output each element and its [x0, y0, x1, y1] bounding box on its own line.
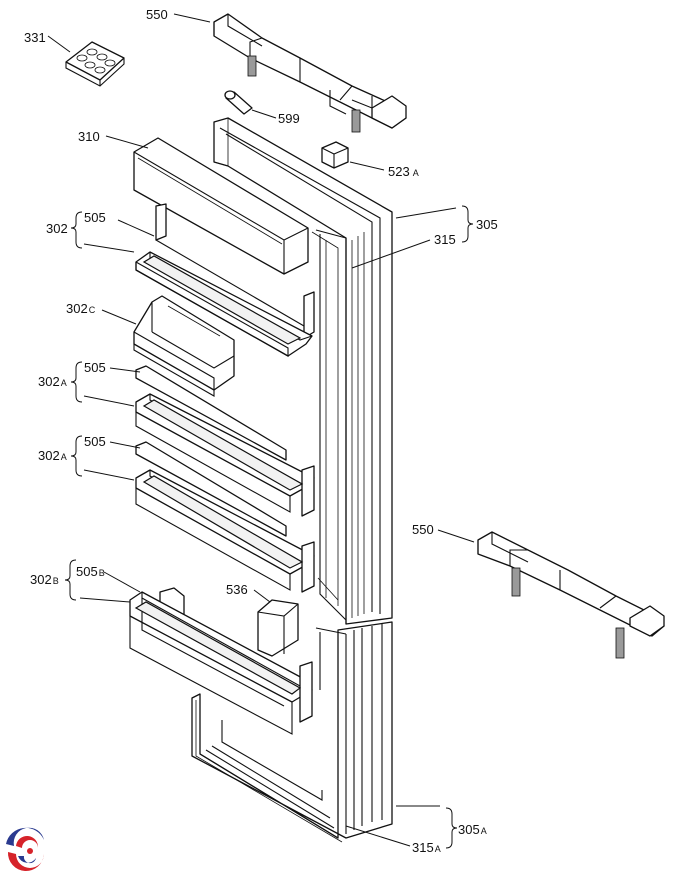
- hinge-cover-bottom: [477, 531, 665, 659]
- label-302c: 302C: [66, 301, 96, 316]
- label-302a-2: 302A: [38, 448, 67, 463]
- dairy-compartment-lid: [133, 137, 309, 275]
- label-505-2: 505: [84, 360, 106, 375]
- label-305: 305: [476, 217, 498, 232]
- hinge-pin: [224, 90, 253, 115]
- label-599: 599: [278, 111, 300, 126]
- label-302: 302: [46, 221, 68, 236]
- label-305a: 305A: [458, 822, 487, 837]
- label-302a-1: 302A: [38, 374, 67, 389]
- hinge-cover-top: [213, 13, 407, 133]
- bottle-retainer: [257, 599, 299, 657]
- label-505-1: 505: [84, 210, 106, 225]
- leader-lines: [47, 13, 475, 847]
- upper-door-frame: [213, 117, 393, 625]
- label-550-bottom: 550: [412, 522, 434, 537]
- brand-swirl-logo: [4, 826, 48, 872]
- label-550-top: 550: [146, 7, 168, 22]
- door-stop-block: [321, 141, 349, 169]
- label-302b: 302B: [30, 572, 59, 587]
- label-315: 315: [434, 232, 456, 247]
- door-shelf-302a-2: [135, 441, 315, 593]
- egg-tray: [65, 41, 125, 87]
- label-505b: 505B: [76, 564, 105, 579]
- door-shelf-302b: [129, 587, 313, 735]
- label-536: 536: [226, 582, 248, 597]
- label-331: 331: [24, 30, 46, 45]
- label-315a: 315A: [412, 840, 441, 855]
- door-box-302c: [133, 295, 235, 397]
- door-shelf-302: [135, 203, 315, 357]
- grouping-braces: [64, 205, 474, 849]
- door-shelf-302a-1: [135, 365, 315, 517]
- label-505-3: 505: [84, 434, 106, 449]
- lower-door-frame: [191, 621, 393, 843]
- label-310: 310: [78, 129, 100, 144]
